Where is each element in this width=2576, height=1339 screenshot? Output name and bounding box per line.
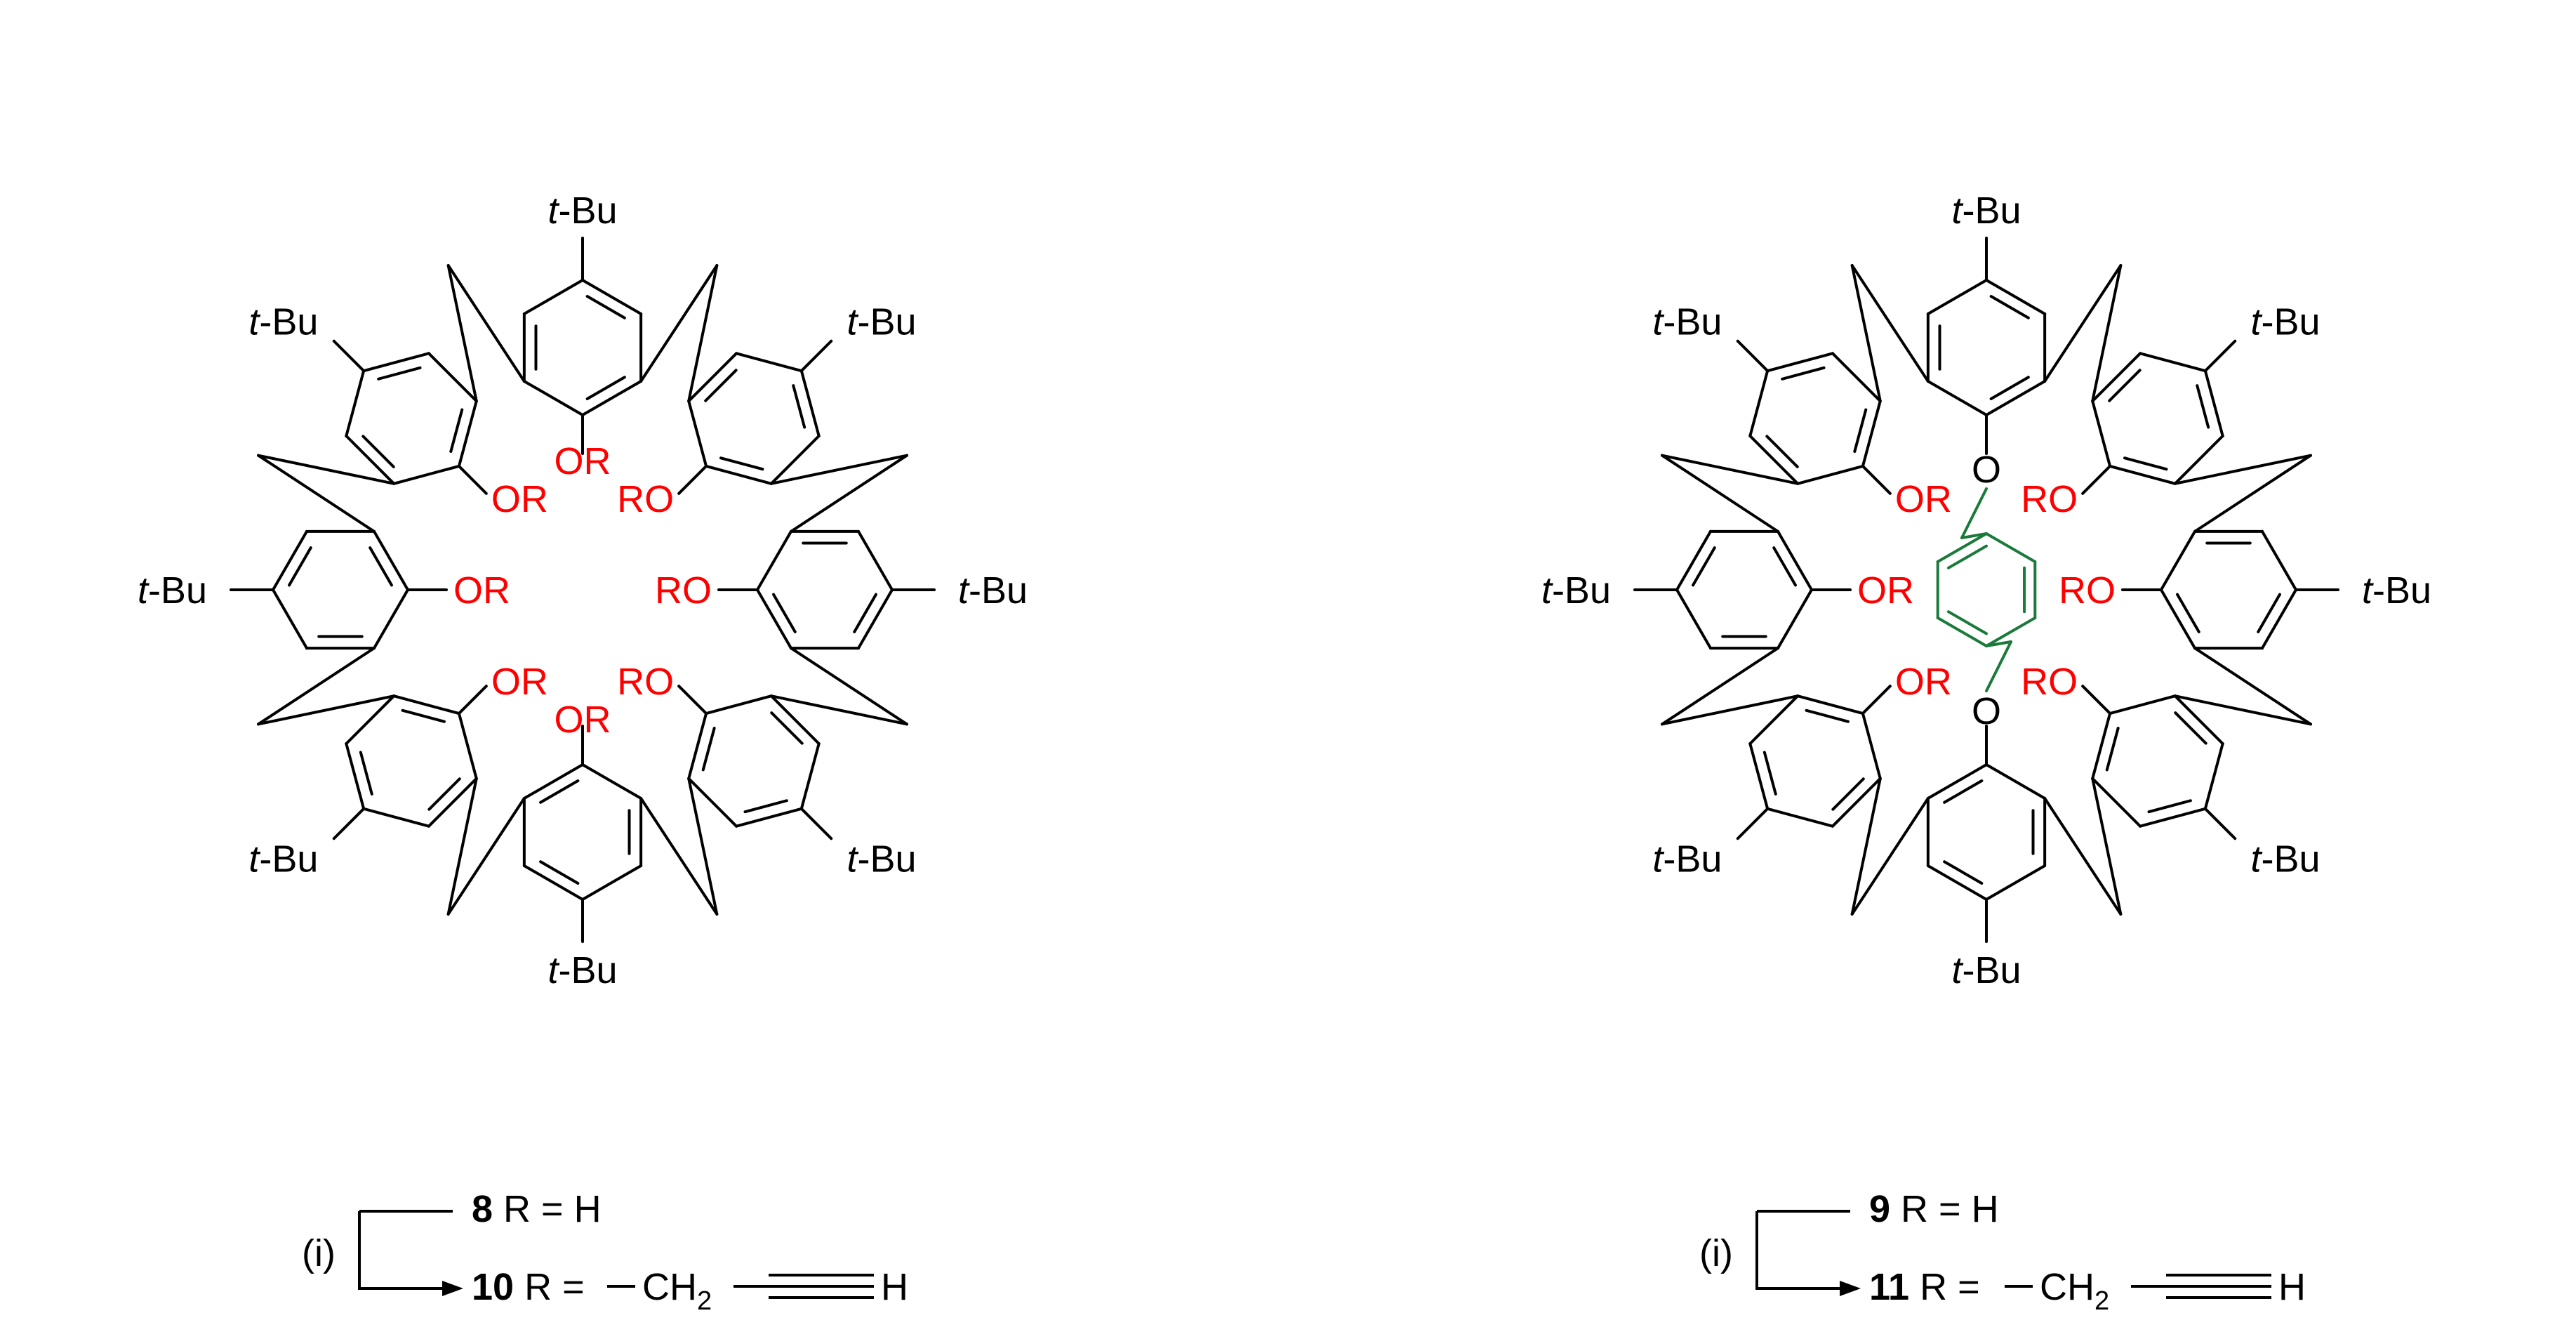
tbu-label: t-Bu <box>248 301 318 343</box>
hydroxyl-label: OR <box>555 440 611 482</box>
tbu-label: t-Bu <box>1652 838 1722 880</box>
tbu-label: t-Bu <box>1951 190 2021 232</box>
hydroxyl-label: OR <box>1895 478 1952 520</box>
hydroxyl-label: RO <box>617 661 674 703</box>
tbu-label: t-Bu <box>547 190 617 232</box>
reagent-label: (i) <box>1699 1232 1733 1274</box>
tbu-label: t-Bu <box>1652 301 1722 343</box>
tbu-label: t-Bu <box>2362 569 2431 612</box>
hydroxyl-label: OR <box>491 478 548 520</box>
tbu-label: t-Bu <box>138 569 207 612</box>
caption-right: (i) 9 R = H 11 R = CH2 H <box>1699 1188 2306 1316</box>
tbu-label: t-Bu <box>847 301 917 343</box>
terminal-h: H <box>2278 1266 2306 1308</box>
compound-line-bottom: 10 R = <box>472 1266 585 1308</box>
tbu-label: t-Bu <box>547 949 617 991</box>
alkyne-bond <box>733 1274 874 1299</box>
tbu-label: t-Bu <box>958 569 1028 612</box>
terminal-h: H <box>881 1266 908 1308</box>
tbu-label: t-Bu <box>1541 569 1611 612</box>
hydroxyl-label: OR <box>453 569 510 612</box>
tbu-label: t-Bu <box>847 838 917 880</box>
caption-left: (i) 8 R = H 10 R = CH2 H <box>302 1188 908 1316</box>
tbu-label: t-Bu <box>248 838 318 880</box>
ch2-group: CH2 <box>2040 1266 2109 1316</box>
hydroxyl-label: RO <box>2021 661 2078 703</box>
hydroxyl-label: RO <box>2021 478 2078 520</box>
ch2-group: CH2 <box>642 1266 712 1316</box>
hydroxyl-label: OR <box>491 661 548 703</box>
hydroxyl-label: OR <box>1857 569 1914 612</box>
compound-line-top: 8 R = H <box>472 1188 602 1230</box>
tbu-label: t-Bu <box>2251 301 2321 343</box>
hydroxyl-label: OR <box>1895 661 1952 703</box>
tbu-label: t-Bu <box>1951 949 2021 991</box>
ether-oxygen: O <box>1972 690 2001 732</box>
hydroxyl-label: RO <box>2059 569 2116 612</box>
compound-line-top: 9 R = H <box>1869 1188 1999 1230</box>
ether-oxygen: O <box>1972 449 2001 491</box>
reagent-label: (i) <box>302 1232 336 1274</box>
tbu-label: t-Bu <box>2251 838 2321 880</box>
hydroxyl-label: RO <box>655 569 712 612</box>
compound-line-bottom: 11 R = <box>1869 1266 1980 1308</box>
calixarene-8: t-BuORt-BuROt-BuROt-BuROt-BuORt-BuORt-Bu… <box>138 190 1028 991</box>
alkyne-bond <box>2131 1274 2271 1299</box>
hydroxyl-label: RO <box>617 478 674 520</box>
hydroxyl-label: OR <box>555 699 611 741</box>
